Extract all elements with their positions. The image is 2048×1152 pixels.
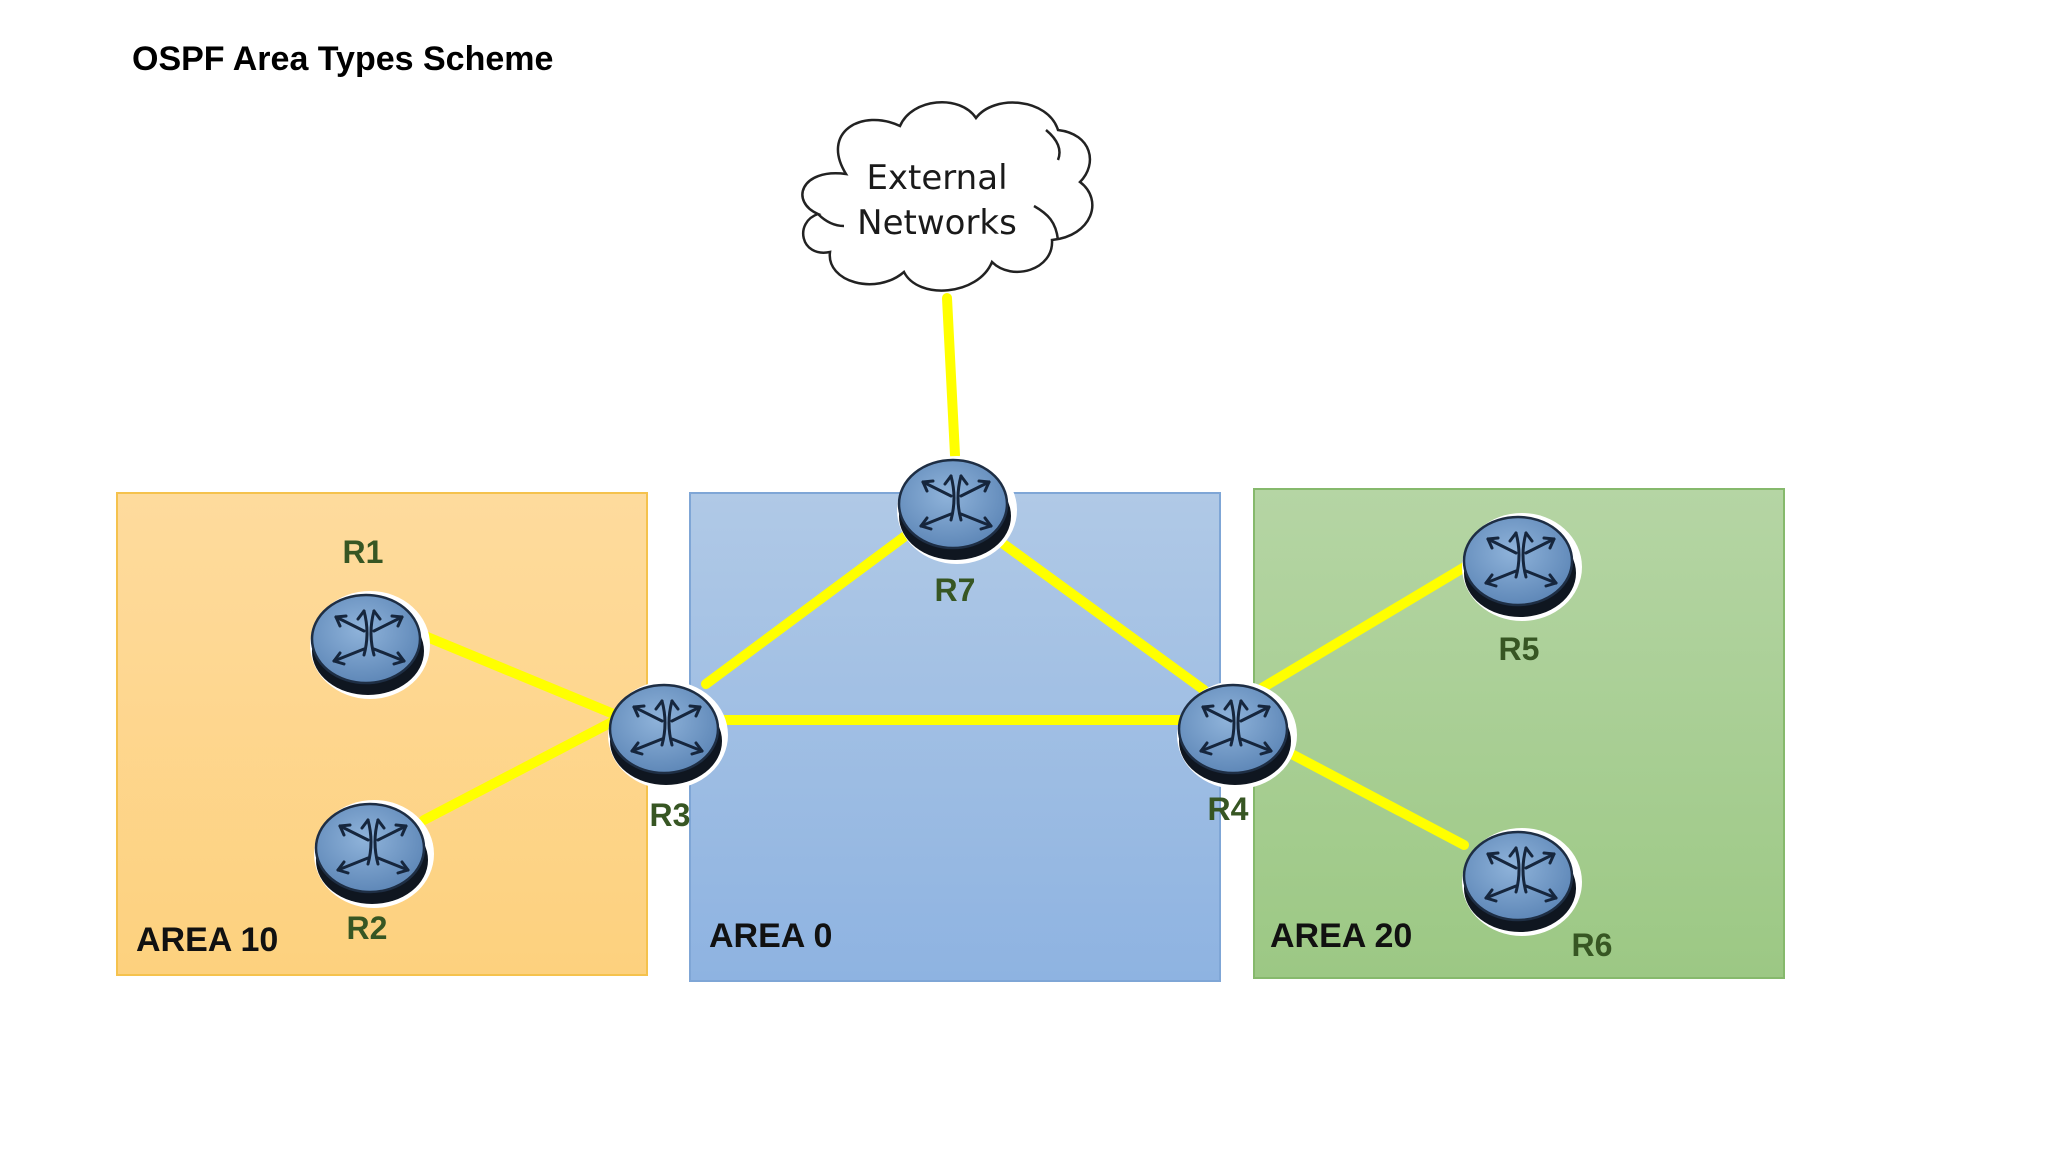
router-r6-icon	[1460, 826, 1584, 938]
router-r5-icon	[1460, 511, 1584, 623]
router-r3-icon	[606, 679, 730, 791]
router-r4[interactable]: R4	[1175, 679, 1299, 827]
router-r7-icon	[895, 454, 1019, 566]
router-r1[interactable]: R1	[308, 534, 432, 701]
router-r4-label: R4	[1208, 791, 1249, 827]
router-r3[interactable]: R3	[606, 679, 730, 833]
link-r4-r5	[1257, 560, 1473, 693]
area-0: AREA 0	[689, 492, 1221, 982]
cloud-shape	[801, 101, 1094, 292]
router-r5[interactable]: R5	[1460, 511, 1584, 667]
links	[415, 293, 1473, 850]
external-networks-cloud: External Networks	[801, 101, 1094, 292]
router-r6[interactable]: R6	[1460, 826, 1613, 963]
link-r7-cloud	[942, 293, 960, 460]
link-r7-r4	[993, 535, 1209, 695]
area-0-box	[689, 492, 1221, 982]
diagram-title: OSPF Area Types Scheme	[132, 40, 553, 78]
router-r2-label: R2	[347, 910, 388, 946]
cloud-label-line1: External	[866, 158, 1007, 198]
area-0-label: AREA 0	[709, 917, 832, 955]
link-r7-r3	[701, 529, 913, 689]
area-20-label: AREA 20	[1270, 917, 1412, 955]
router-r1-icon	[308, 589, 432, 701]
area-10-label: AREA 10	[136, 921, 278, 959]
router-r6-label: R6	[1572, 927, 1613, 963]
link-r1-r3	[415, 629, 621, 720]
router-r3-label: R3	[650, 797, 691, 833]
cloud-label-line2: Networks	[857, 203, 1017, 243]
router-r2[interactable]: R2	[312, 798, 436, 946]
router-r5-label: R5	[1499, 631, 1540, 667]
router-r7[interactable]: R7	[895, 454, 1019, 608]
router-r1-label: R1	[343, 534, 384, 570]
link-r2-r3	[419, 717, 617, 825]
link-r4-r6	[1279, 745, 1469, 850]
router-r7-label: R7	[935, 572, 976, 608]
router-r2-icon	[312, 798, 436, 910]
router-r4-icon	[1175, 679, 1299, 791]
